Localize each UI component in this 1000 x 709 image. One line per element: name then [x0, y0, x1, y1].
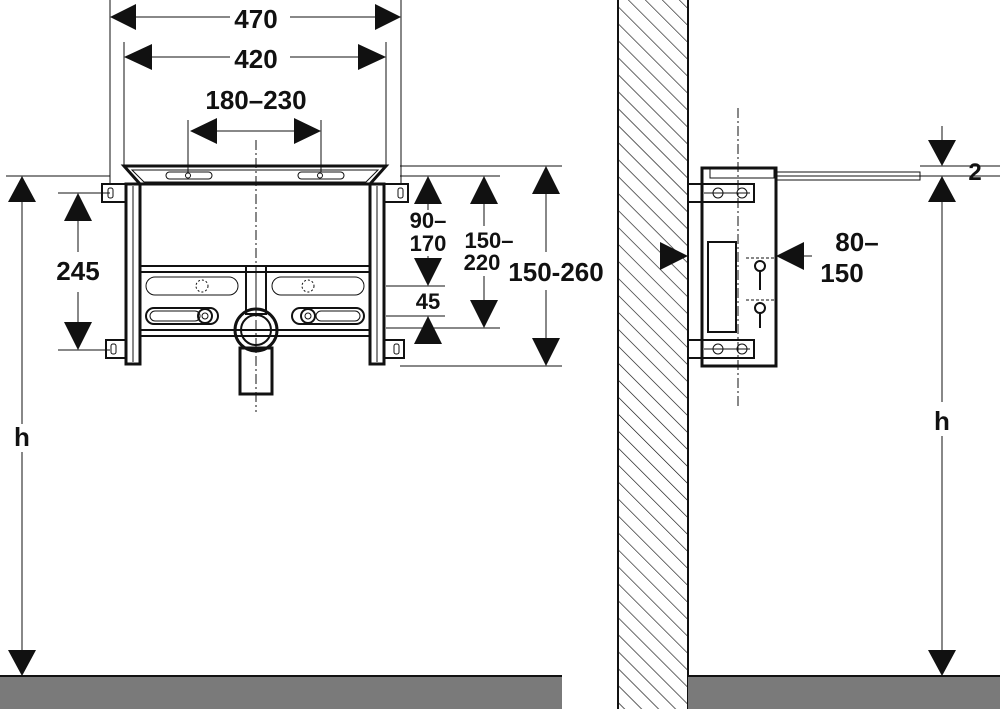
label-420: 420	[234, 44, 277, 74]
frame-side	[687, 166, 921, 368]
bracket-bottom-left	[105, 339, 127, 359]
dimension-470: 470	[110, 4, 401, 34]
dimension-90-170: 90– 170	[410, 176, 447, 286]
frame	[101, 164, 409, 396]
dimension-h-side: h	[928, 202, 956, 676]
floor-side	[688, 676, 1000, 709]
wall-hatched	[618, 0, 688, 709]
label-2: 2	[968, 159, 981, 186]
front-view: 470 420 180–230 h	[0, 0, 604, 709]
bracket-bottom-right	[383, 339, 405, 359]
dimension-150-260: 150-260	[508, 166, 604, 366]
label-h-front: h	[14, 422, 30, 452]
label-150-260: 150-260	[508, 257, 603, 287]
label-150-side: 150	[820, 258, 863, 288]
floor-front	[0, 676, 562, 709]
dimension-2: 2	[920, 126, 1000, 202]
dimension-150-220: 150– 220	[464, 176, 514, 328]
label-45: 45	[416, 289, 440, 314]
dimension-80-150: 80– 150	[660, 227, 879, 288]
label-80: 80–	[835, 227, 878, 257]
label-220: 220	[464, 250, 501, 275]
label-150: 150–	[465, 228, 514, 253]
dimension-180-230: 180–230	[190, 85, 321, 144]
dimension-245: 245	[56, 193, 100, 350]
label-470: 470	[234, 4, 277, 34]
label-170: 170	[410, 231, 447, 256]
label-245: 245	[56, 256, 99, 286]
bracket-top-right	[383, 183, 409, 203]
dimension-420: 420	[124, 44, 386, 74]
label-180-230: 180–230	[205, 85, 306, 115]
dimension-h-front: h	[8, 176, 36, 676]
label-90: 90–	[410, 208, 447, 233]
dimension-45: 45	[414, 289, 442, 344]
label-h-side: h	[934, 406, 950, 436]
side-view: 80– 150 2 h	[617, 0, 1000, 709]
